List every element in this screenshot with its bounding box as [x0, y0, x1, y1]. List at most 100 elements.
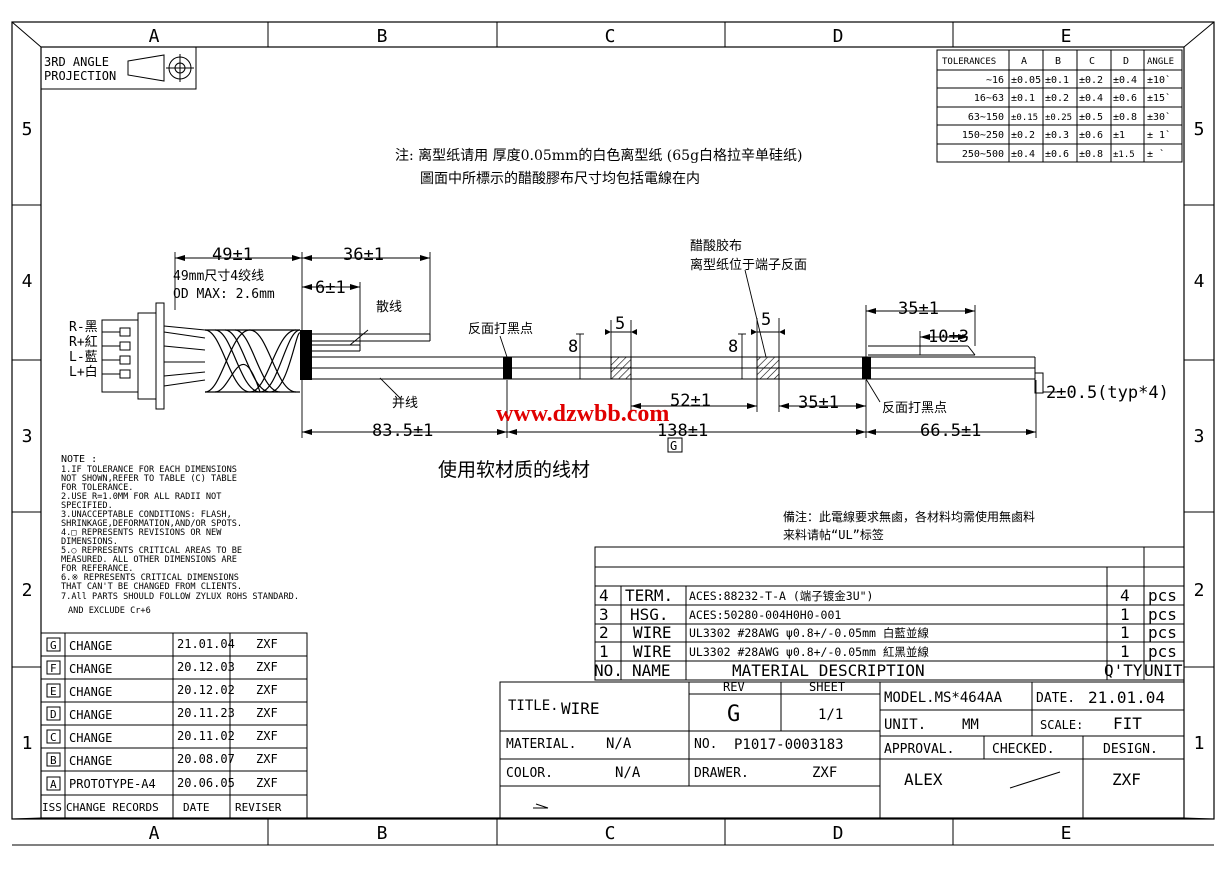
col-label-top: D: [833, 26, 844, 47]
row-label-right: 2: [1194, 580, 1205, 601]
dim-35b: 35±1: [798, 393, 839, 413]
note-line: NOT SHOWN,REFER TO TABLE (C) TABLE: [61, 474, 237, 484]
sheet-value: 1/1: [818, 707, 843, 723]
row-label-left: 5: [22, 119, 33, 140]
bom-desc: ACES:50280-004H0H0-001: [689, 608, 841, 622]
note-line: 4.□ REPRESENTS REVISIONS OR NEW: [61, 528, 222, 538]
approval-label: APPROVAL.: [884, 742, 954, 757]
design-label: DESIGN.: [1103, 742, 1158, 757]
dim-6: 6±1: [315, 278, 346, 298]
date-value: 21.01.04: [1088, 688, 1165, 707]
projection-line1: 3RD ANGLE: [44, 55, 109, 69]
rev-by: ZXF: [256, 706, 278, 720]
tol-cell: ±0.2: [1079, 75, 1103, 86]
col-label-bottom: D: [833, 823, 844, 844]
bom-desc: ACES:88232-T-A (端子镀金3U"): [689, 589, 873, 603]
material-value: N/A: [606, 736, 632, 752]
bom-unit: pcs: [1148, 586, 1177, 605]
rev-letter: G: [50, 639, 57, 652]
rev-date: 20.08.07: [177, 752, 235, 766]
pin-label: R+紅: [69, 335, 98, 350]
bom-header-name: NAME: [632, 661, 671, 680]
tol-header: TOLERANCES: [942, 57, 996, 67]
row-label-right: 4: [1194, 271, 1205, 292]
tol-header: C: [1089, 56, 1095, 67]
note-line: 7.All PARTS SHOULD FOLLOW ZYLUX ROHS STA…: [61, 592, 299, 602]
note-line: MEASURED. ALL OTHER DIMENSIONS ARE: [61, 555, 237, 565]
tol-cell: ±1: [1113, 130, 1125, 141]
note-line: SHRINKAGE,DEFORMATION,AND/OR SPOTS.: [61, 519, 242, 529]
checked-label: CHECKED.: [992, 742, 1055, 757]
remark-halogen-free: 備注：此電線要求無鹵，各材料均需使用無鹵料: [783, 509, 1035, 524]
dim-52: 52±1: [670, 391, 711, 411]
dim-83: 83.5±1: [372, 421, 433, 441]
bom-no: 2: [599, 623, 609, 642]
tol-cell: ±30`: [1147, 111, 1171, 123]
pin-label: L-藍: [69, 350, 98, 365]
bom-header-qty: Q'TY: [1104, 661, 1143, 680]
connector-housing: [101, 302, 165, 410]
note-line: DIMENSIONS.: [61, 537, 118, 547]
bom-header-no: NO.: [594, 661, 623, 680]
tol-cell: ±0.2: [1011, 130, 1035, 141]
revision-flag-box: [667, 437, 683, 453]
rev-letter: C: [50, 731, 57, 744]
note-line: AND EXCLUDE Cr+6: [68, 606, 151, 616]
bom-name: WIRE: [633, 642, 672, 661]
note-release-paper: 注: 离型纸请用 厚度0.05mm的白色离型纸 (65g白格拉辛单硅纸): [395, 147, 803, 164]
dim-138: 138±1: [657, 421, 708, 441]
dim-10: 10±3: [928, 327, 969, 347]
title-block: TITLE. WIRE REV G SHEET 1/1 MODEL.MS*464…: [499, 680, 1185, 819]
note-line: 2.USE R=1.0MM FOR ALL RADII NOT: [61, 492, 221, 502]
model-number: MODEL.MS*464AA: [884, 690, 1003, 706]
rev-letter: F: [50, 662, 57, 675]
watermark: www.dzwbb.com: [496, 401, 669, 427]
rev-by: ZXF: [256, 660, 278, 674]
tape-label: 醋酸胶布: [690, 238, 742, 254]
projection-block: 3RD ANGLE PROJECTION: [40, 46, 197, 90]
note-line: FOR TOLERANCE.: [61, 483, 133, 493]
bom-no: 4: [599, 586, 609, 605]
general-notes: NOTE : 1.IF TOLERANCE FOR EACH DIMENSION…: [61, 454, 299, 616]
dim-36: 36±1: [343, 245, 384, 265]
dim-2-typ: 2±0.5(typ*4): [1046, 383, 1169, 403]
tol-header: A: [1021, 56, 1027, 67]
tol-cell: ±0.1: [1045, 75, 1069, 86]
rev-desc: CHANGE: [69, 639, 112, 653]
twisted-section: [204, 329, 301, 393]
tol-range: 63~150: [968, 112, 1004, 123]
row-label-left: 4: [22, 271, 33, 292]
bom-name: HSG.: [630, 605, 669, 624]
col-label-bottom: C: [605, 823, 616, 844]
col-label-bottom: E: [1061, 823, 1072, 844]
bom-unit: pcs: [1148, 623, 1177, 642]
tol-header: B: [1055, 56, 1061, 67]
rev-by: ZXF: [256, 637, 278, 651]
tol-cell: ±0.25: [1045, 113, 1072, 123]
projection-line2: PROJECTION: [44, 69, 116, 83]
rev-letter: E: [50, 685, 57, 698]
row-label-left: 1: [22, 733, 33, 754]
rev-desc: CHANGE: [69, 685, 112, 699]
note-line: 3.UNACCEPTABLE CONDITIONS: FLASH,: [61, 510, 232, 520]
black-mark-label: 反面打黑点: [882, 401, 947, 416]
bom-header-unit: UNIT: [1144, 661, 1183, 680]
tol-cell: ±0.8: [1113, 112, 1137, 123]
tol-header: ANGLE: [1147, 57, 1174, 67]
note-line: 1.IF TOLERANCE FOR EACH DIMENSIONS: [61, 465, 237, 475]
revision-table: G F E D C B A CHANGE 21.01.04 ZXF CHANGE…: [40, 632, 308, 819]
tol-cell: ±0.8: [1079, 149, 1103, 160]
dim-5a: 5: [615, 314, 625, 334]
col-label-top: E: [1061, 26, 1072, 47]
bom-qty: 4: [1120, 586, 1130, 605]
bom-unit: pcs: [1148, 605, 1177, 624]
tol-cell: ±0.15: [1011, 113, 1038, 123]
tol-cell: ±10`: [1147, 74, 1171, 86]
bom-qty: 1: [1120, 642, 1130, 661]
heat-shrink-black: [300, 330, 312, 380]
rev-letter: A: [50, 778, 57, 791]
tol-header: D: [1123, 56, 1129, 67]
rev-by: ZXF: [256, 683, 278, 697]
tol-range: ~16: [986, 75, 1004, 86]
